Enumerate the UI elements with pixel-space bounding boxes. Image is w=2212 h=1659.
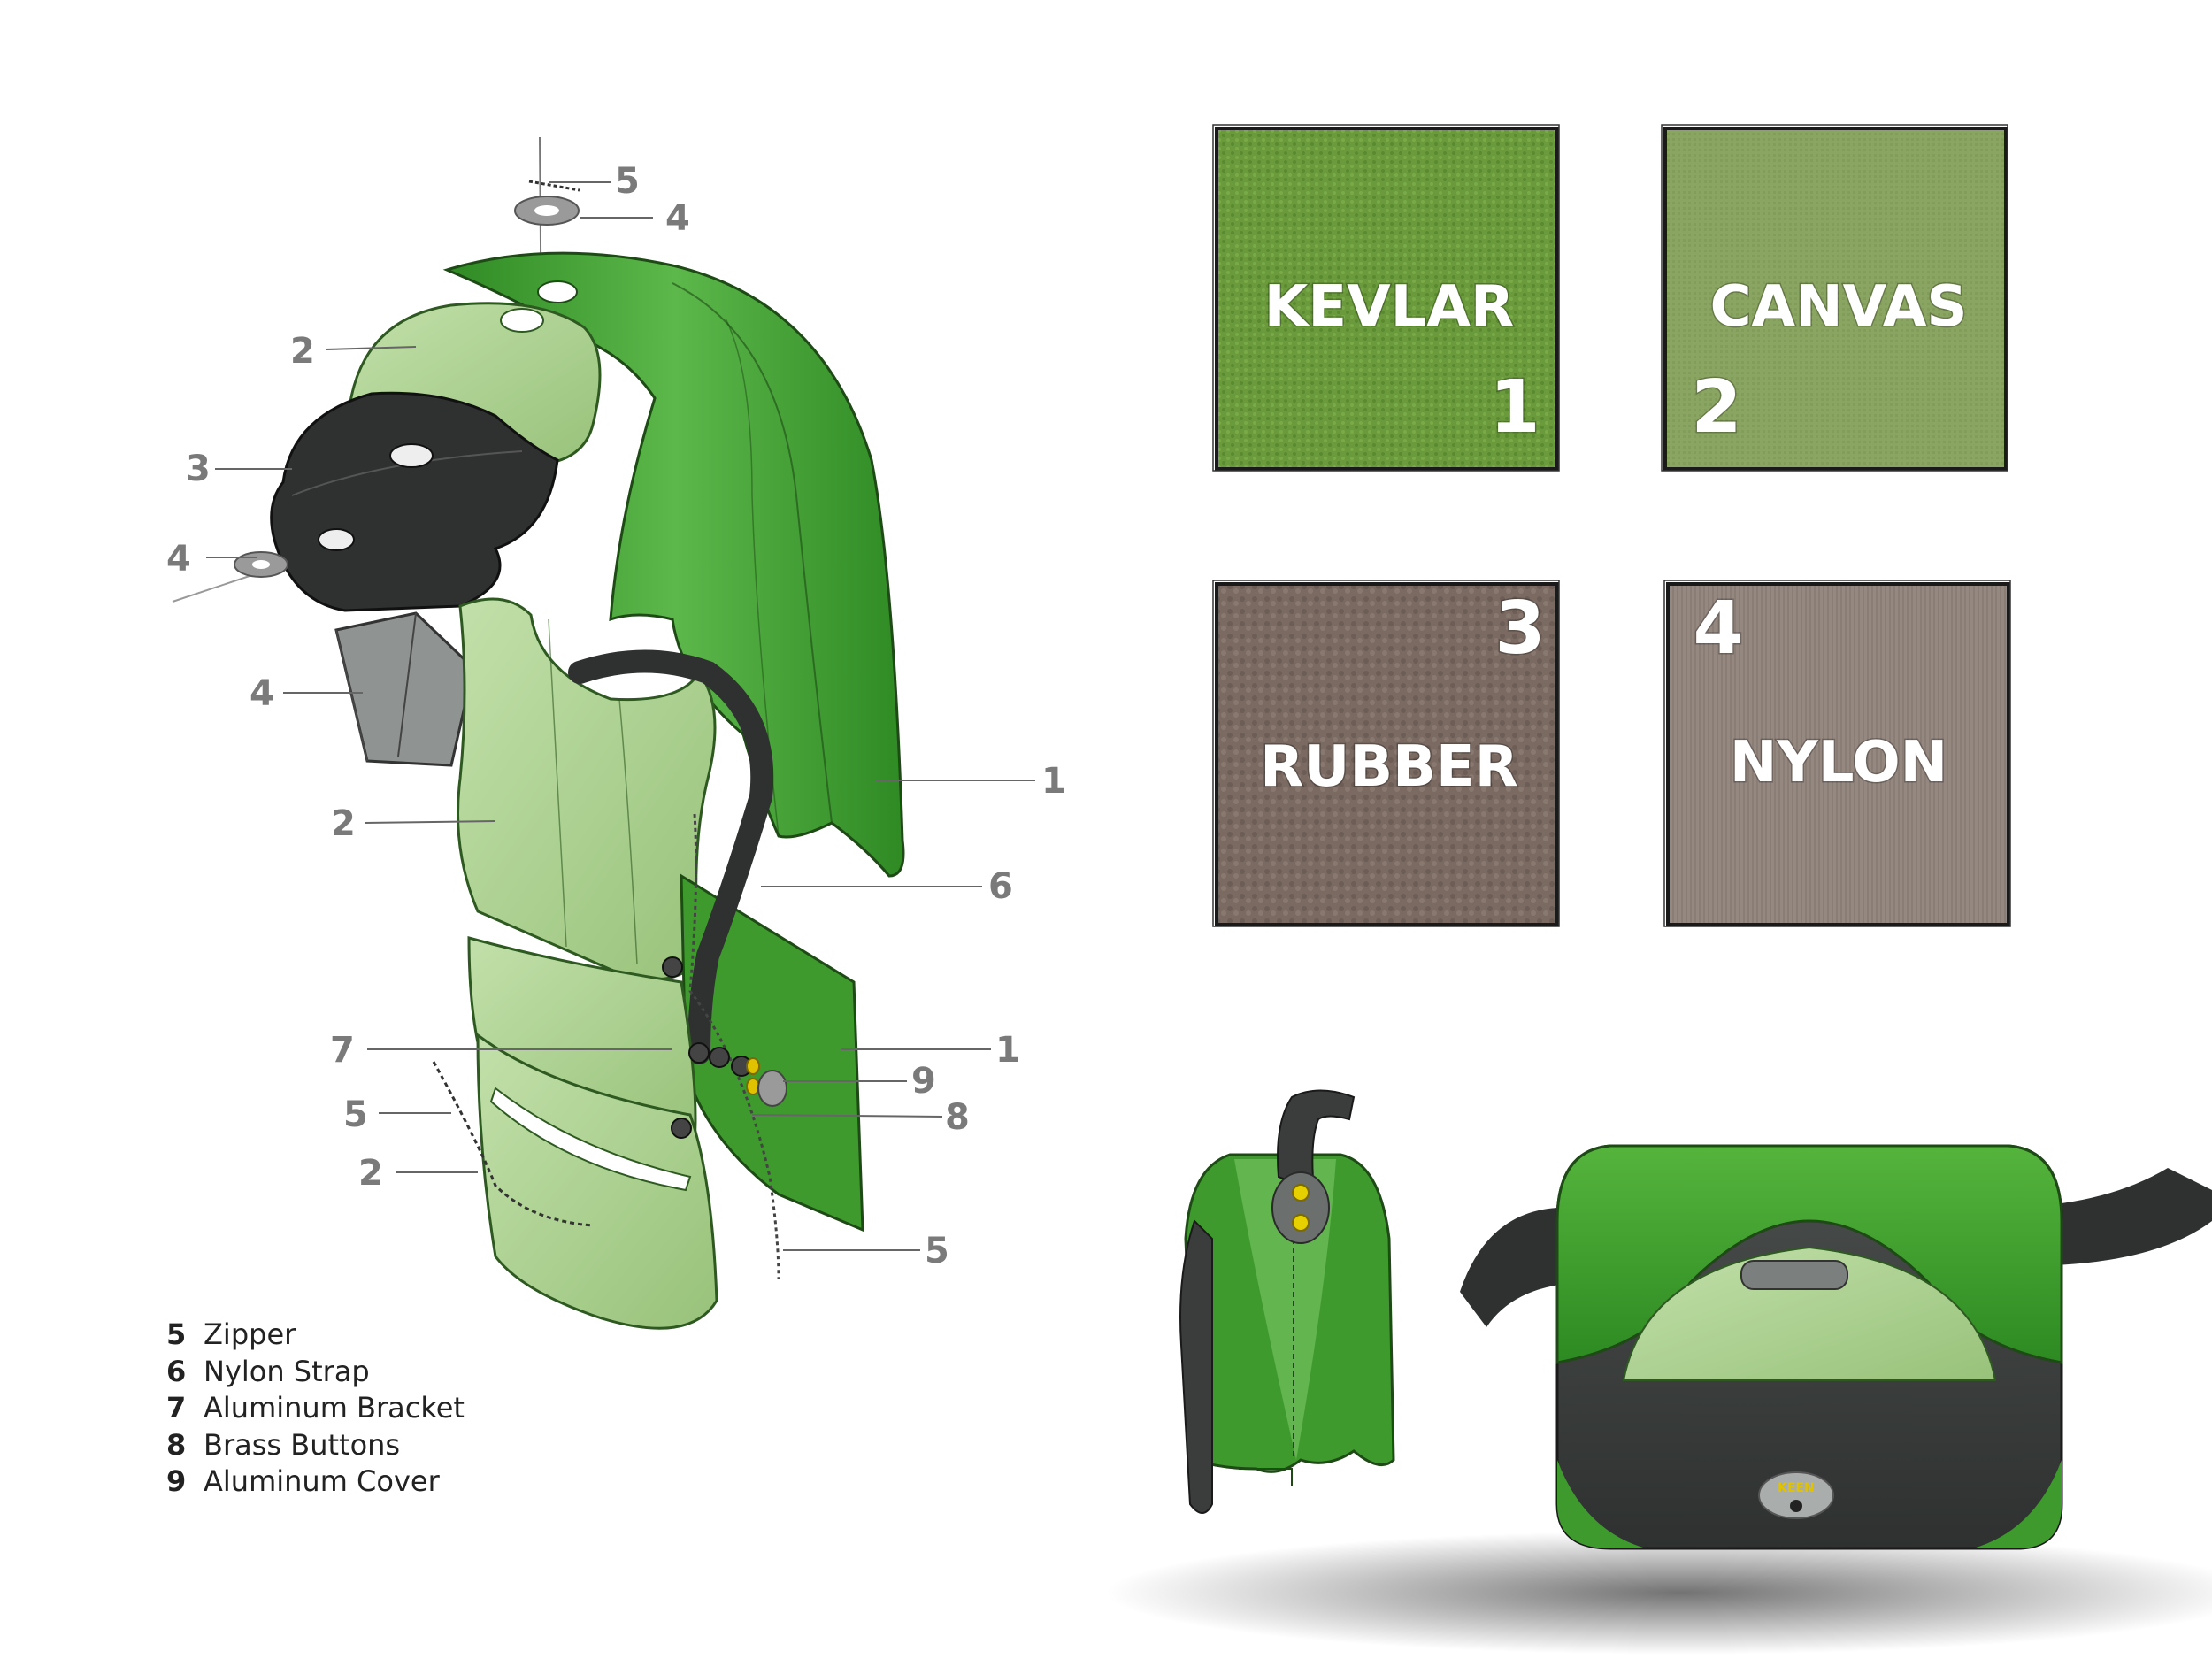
legend-number: 7 xyxy=(166,1391,187,1425)
parts-legend: 5 Zipper 6 Nylon Strap 7 Aluminum Bracket 8… xyxy=(166,1317,465,1501)
legend-text: Nylon Strap xyxy=(204,1354,370,1388)
legend-number: 5 xyxy=(166,1317,187,1351)
bag-side-view xyxy=(1179,1089,1395,1514)
brass-button xyxy=(746,1078,760,1095)
swatch-number: 1 xyxy=(1489,365,1540,449)
callout-zipper-bottom: 5 xyxy=(925,1231,949,1271)
rubber-bumper-part xyxy=(270,391,559,612)
callout-zipper-mid: 5 xyxy=(343,1094,368,1135)
legend-text: Aluminum Cover xyxy=(204,1464,440,1498)
swatch-kevlar: KEVLAR 1 xyxy=(1212,124,1560,472)
keen-badge xyxy=(1758,1471,1834,1519)
pocket-box-part xyxy=(334,611,475,767)
callout-lid-panel: 2 xyxy=(290,331,315,372)
legend-number: 9 xyxy=(166,1464,187,1498)
rivet xyxy=(688,1042,710,1064)
callout-rubber-bumper: 3 xyxy=(186,449,211,489)
top-zipper-part xyxy=(528,180,580,192)
callout-main-body: 2 xyxy=(331,803,356,844)
callout-lower-pocket: 2 xyxy=(358,1153,383,1194)
legend-item: 6 Nylon Strap xyxy=(166,1354,465,1391)
legend-text: Aluminum Bracket xyxy=(204,1391,465,1425)
callout-strap: 6 xyxy=(988,866,1013,907)
lid-hole xyxy=(500,308,544,333)
rivet xyxy=(662,956,683,978)
legend-item: 7 Aluminum Bracket xyxy=(166,1390,465,1427)
swatch-rubber: RUBBER 3 xyxy=(1212,580,1560,927)
keen-badge-text: KEEN xyxy=(1778,1481,1815,1495)
legend-number: 6 xyxy=(166,1354,187,1388)
callout-outer-flap: 1 xyxy=(1041,761,1066,802)
callout-bracket: 7 xyxy=(330,1030,355,1071)
callout-washer-left: 4 xyxy=(166,539,191,580)
zipper-part xyxy=(688,813,780,1279)
rivet xyxy=(671,1118,692,1139)
legend-item: 9 Aluminum Cover xyxy=(166,1463,465,1501)
bag-renders: KEEN xyxy=(1106,1089,2212,1655)
exploded-view: 5 4 2 3 4 4 2 1 6 7 1 9 5 8 2 5 xyxy=(166,136,1066,1330)
legend-item: 8 Brass Buttons xyxy=(166,1427,465,1464)
aluminum-cover xyxy=(757,1070,787,1107)
callout-brass-buttons: 8 xyxy=(945,1097,970,1138)
top-handle xyxy=(1277,1089,1356,1192)
swatch-number: 3 xyxy=(1494,587,1545,671)
front-clasp xyxy=(1740,1260,1848,1290)
swatch-canvas: CANVAS 2 xyxy=(1661,124,2008,472)
swatch-nylon: NYLON 4 xyxy=(1663,580,2011,927)
callout-washer-top: 4 xyxy=(665,198,690,239)
side-strap xyxy=(1179,1219,1213,1514)
swatch-label: NYLON xyxy=(1730,730,1947,795)
callout-zipper-top: 5 xyxy=(615,161,640,202)
bag-front-view: KEEN xyxy=(1460,1144,2212,1550)
ground-shadow xyxy=(1106,1531,2212,1655)
front-strap-left xyxy=(1460,1208,1575,1327)
front-lid xyxy=(1622,1246,1997,1381)
swatch-label: RUBBER xyxy=(1260,734,1518,800)
callout-aluminum-cover: 9 xyxy=(911,1061,936,1102)
bumper-hole xyxy=(318,528,355,551)
legend-item: 5 Zipper xyxy=(166,1317,465,1354)
callout-pocket-box: 4 xyxy=(250,673,274,714)
swatch-label: CANVAS xyxy=(1710,274,1968,340)
front-pocket-part xyxy=(476,1033,718,1330)
bumper-hole xyxy=(389,443,434,468)
zipper-part xyxy=(432,1061,594,1227)
legend-text: Zipper xyxy=(204,1317,296,1351)
leader-lines xyxy=(206,181,1035,1251)
side-clasp xyxy=(1271,1171,1330,1244)
flap-hole xyxy=(537,280,578,303)
rivet xyxy=(709,1047,730,1068)
swatch-number: 4 xyxy=(1693,587,1743,671)
callout-side-panel: 1 xyxy=(995,1030,1020,1071)
swatch-label: KEVLAR xyxy=(1264,274,1514,340)
main-body-part xyxy=(457,597,717,981)
outer-flap-part xyxy=(442,251,905,878)
legend-text: Brass Buttons xyxy=(204,1427,401,1462)
strap-part xyxy=(568,649,774,1064)
legend-number: 8 xyxy=(166,1427,187,1462)
swatch-number: 2 xyxy=(1691,365,1741,449)
material-swatches: KEVLAR 1 CANVAS 2 RUBBER 3 NYLON 4 xyxy=(1212,124,2011,927)
front-strap-right xyxy=(2053,1168,2212,1265)
brass-button xyxy=(746,1057,760,1075)
